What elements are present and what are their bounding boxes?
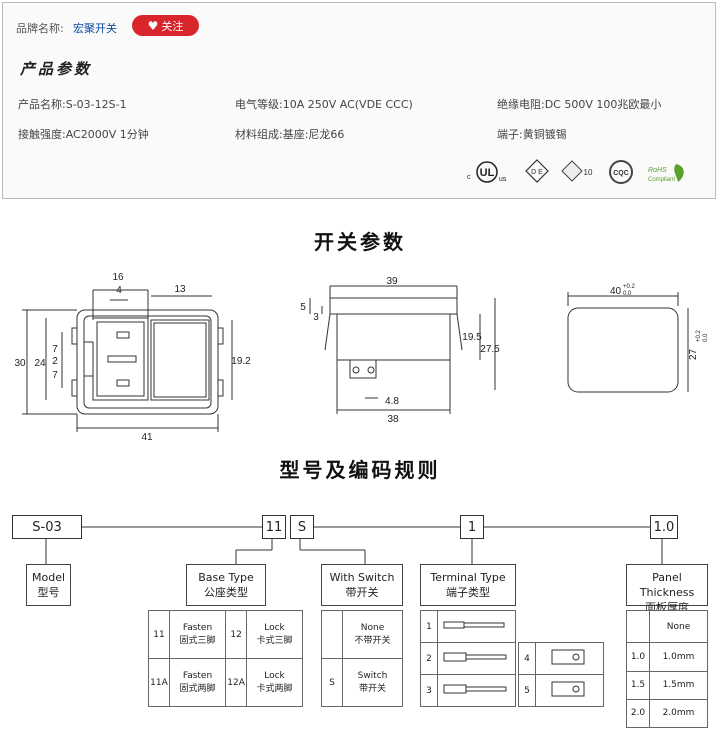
model-code-title: 型号及编码规则	[279, 458, 441, 482]
dim-30: 30	[14, 358, 26, 369]
brand-label: 品牌名称:	[16, 22, 64, 35]
terminal-4-icon	[551, 649, 584, 665]
heart-icon: ♥	[147, 18, 159, 33]
dim-4-8: 4.8	[385, 396, 399, 407]
ten-cert-icon: 10	[560, 158, 596, 184]
dim-7a: 7	[52, 344, 58, 355]
rohs-cert-icon: RoHS Compliant	[646, 160, 688, 186]
terminal-5-icon	[551, 681, 584, 697]
dim-2: 2	[52, 356, 58, 367]
param-material: 材料组成:基座:尼龙66	[235, 128, 345, 141]
dim-24: 24	[34, 358, 46, 369]
terminal-2-icon	[443, 652, 506, 662]
terminal-1-icon	[443, 621, 504, 629]
cqc-cert-icon: CQC	[607, 158, 635, 186]
code-segment-base: 11	[262, 515, 286, 539]
base-code-11a: 11A	[148, 658, 170, 707]
dim-4: 4	[116, 285, 122, 296]
switch-params-title: 开关参数	[314, 230, 406, 254]
svg-text:0.0: 0.0	[623, 291, 632, 297]
dim-27-5: 27.5	[480, 344, 500, 355]
code-connector-lines	[45, 526, 663, 564]
dim-5: 5	[300, 302, 306, 313]
brand-name-link[interactable]: 宏聚开关	[73, 22, 117, 35]
code-segment-switch: S	[290, 515, 314, 539]
follow-button[interactable]: ♥ 关注	[132, 15, 199, 36]
svg-text:us: us	[499, 176, 507, 183]
svg-text:c: c	[467, 174, 471, 181]
follow-button-label: 关注	[161, 19, 184, 33]
dim-7b: 7	[52, 370, 58, 381]
dim-3: 3	[313, 312, 319, 323]
dim-16: 16	[112, 272, 124, 283]
dim-39: 39	[386, 276, 398, 287]
terminal-table-right: 4 5	[518, 642, 604, 707]
vde-cert-icon: D E	[524, 158, 550, 184]
dimension-drawing: 16 4 13 41 30 24 7 2 7 19.2 39 5 3 19.5	[14, 272, 709, 440]
base-code-12a: 12A	[225, 658, 248, 707]
code-segment-panel: 1.0	[650, 515, 678, 539]
param-product-name: 产品名称:S-03-12S-1	[18, 98, 127, 111]
svg-text:D E: D E	[531, 169, 543, 176]
terminal-3-icon	[443, 684, 506, 694]
param-insulation-resistance: 绝缘电阻:DC 500V 100兆欧最小	[497, 98, 662, 111]
dim-41: 41	[141, 432, 153, 440]
dim-38: 38	[387, 414, 399, 425]
svg-text:RoHS: RoHS	[648, 167, 667, 174]
dim-13: 13	[174, 284, 186, 295]
param-electrical-rating: 电气等级:10A 250V AC(VDE CCC)	[235, 98, 413, 111]
dim-19-2: 19.2	[231, 356, 251, 367]
svg-text:+0.2: +0.2	[623, 284, 636, 290]
dim-19-5: 19.5	[462, 332, 482, 343]
svg-text:10: 10	[584, 168, 593, 177]
svg-text:UL: UL	[480, 167, 495, 179]
terminal-table-left: 1 2 3	[420, 610, 516, 707]
product-params-title: 产品参数	[20, 60, 93, 78]
code-segment-series: S-03	[12, 515, 82, 539]
svg-text:CQC: CQC	[613, 170, 629, 177]
cutout-width: 40	[610, 286, 622, 297]
svg-text:Compliant: Compliant	[648, 177, 675, 183]
cutout-height: 27	[688, 348, 699, 360]
base-code-11: 11	[148, 610, 170, 659]
base-code-12: 12	[225, 610, 248, 659]
param-contact-strength: 接触强度:AC2000V 1分钟	[18, 128, 149, 141]
code-segment-terminal: 1	[460, 515, 484, 539]
svg-text:+0.2: +0.2	[696, 329, 702, 342]
svg-text:0.0: 0.0	[703, 333, 709, 342]
product-info-card	[2, 2, 716, 199]
param-terminal: 端子:黄铜镀锡	[497, 128, 567, 141]
ul-cert-icon: UL c us	[462, 160, 512, 184]
